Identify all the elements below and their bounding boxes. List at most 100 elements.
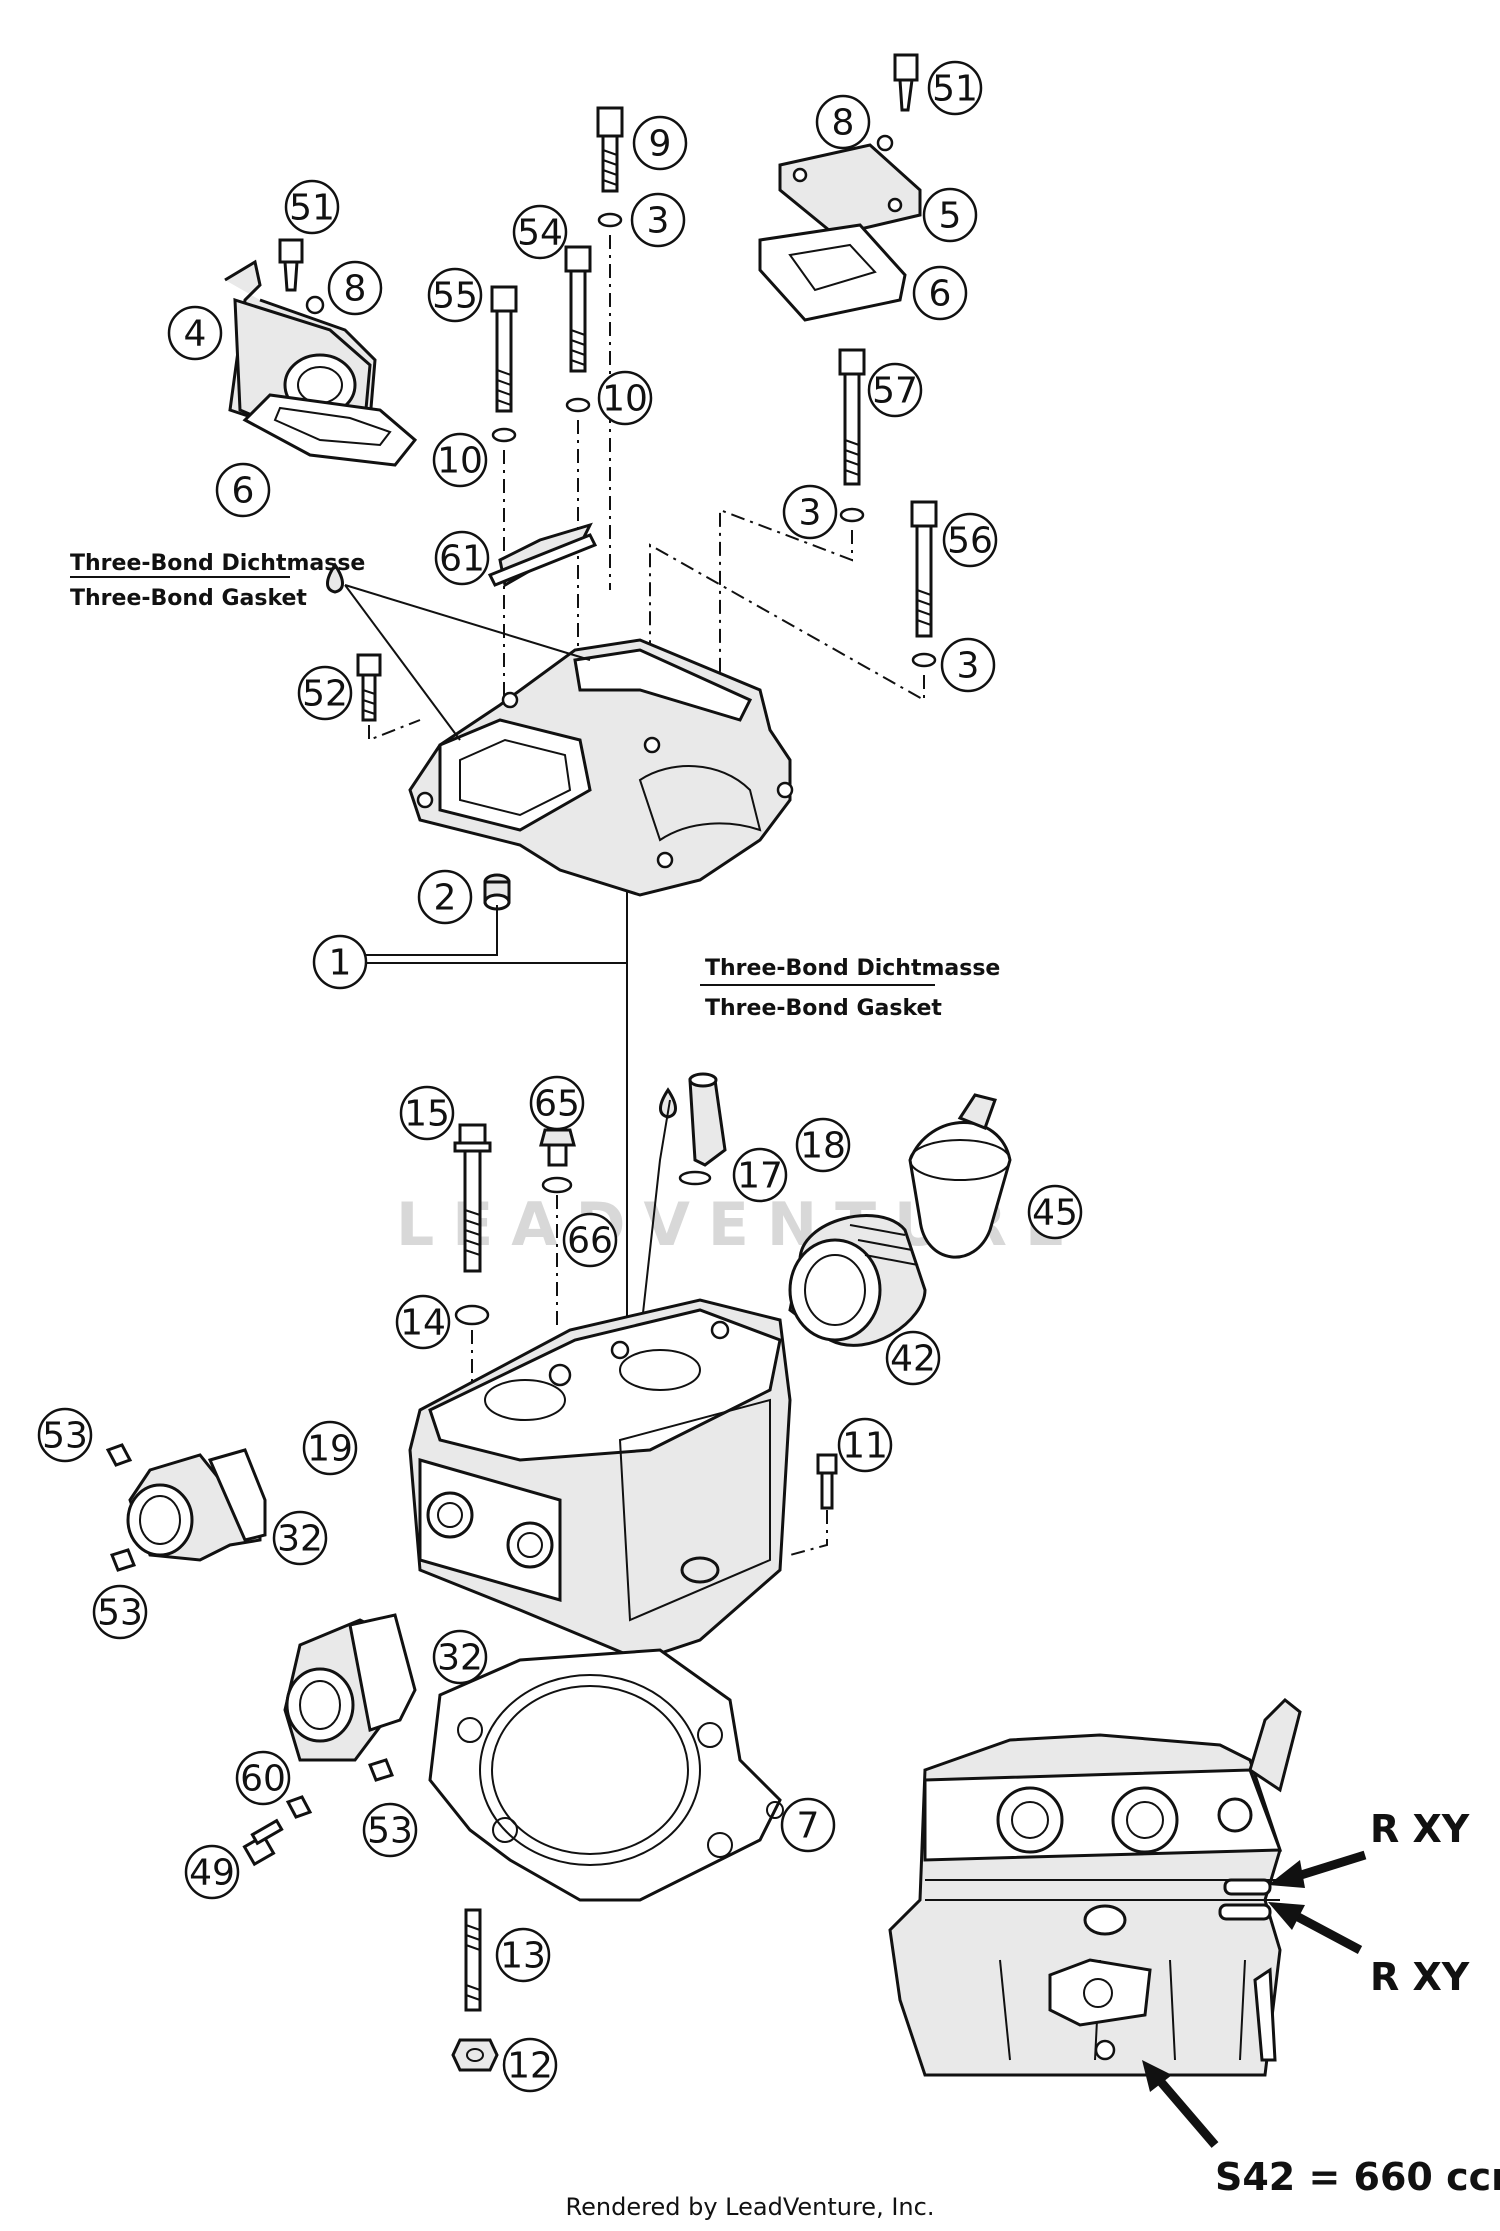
clip-60 bbox=[285, 1795, 313, 1819]
callout-n55: 55 bbox=[427, 267, 483, 323]
callout-circle bbox=[37, 1407, 93, 1463]
washer-8-left bbox=[305, 295, 325, 315]
washer-10-mid bbox=[565, 397, 591, 413]
callout-number: 53 bbox=[97, 1593, 143, 1634]
callout-number: 52 bbox=[302, 674, 348, 715]
washer-14 bbox=[454, 1304, 490, 1326]
callout-number: 8 bbox=[832, 103, 855, 144]
note-top-line1: Three-Bond Dichtmasse bbox=[70, 551, 365, 576]
bolt-11 bbox=[816, 1453, 838, 1510]
footer-credit: Rendered by LeadVenture, Inc. bbox=[566, 2193, 935, 2221]
callout-n13: 13 bbox=[495, 1927, 551, 1983]
callout-n1: 1 bbox=[312, 934, 368, 990]
callout-circle bbox=[184, 1844, 240, 1900]
note-mid-line2: Three-Bond Gasket bbox=[705, 996, 942, 1021]
callout-circle bbox=[815, 94, 871, 150]
callout-n11: 11 bbox=[837, 1417, 893, 1473]
callout-n12: 12 bbox=[502, 2037, 558, 2093]
callout-number: 49 bbox=[189, 1853, 235, 1894]
callout-number: 45 bbox=[1032, 1193, 1078, 1234]
oring-17 bbox=[678, 1170, 712, 1186]
intake-flange-32-lower bbox=[283, 1613, 417, 1762]
callout-n51b: 51 bbox=[284, 179, 340, 235]
cylinder-head-19 bbox=[408, 1298, 792, 1662]
callout-circle bbox=[885, 1330, 941, 1386]
callout-n45: 45 bbox=[1027, 1184, 1083, 1240]
nut-12 bbox=[451, 2038, 499, 2072]
callout-number: 4 bbox=[184, 314, 207, 355]
intake-flange-32-upper bbox=[126, 1448, 267, 1562]
gasket-6-left bbox=[242, 393, 418, 467]
callout-n10b: 10 bbox=[432, 432, 488, 488]
bolt-52 bbox=[356, 653, 382, 722]
callout-n51a: 51 bbox=[927, 60, 983, 116]
callout-n61: 61 bbox=[434, 530, 490, 586]
callout-circle bbox=[235, 1750, 291, 1806]
callout-circle bbox=[529, 1075, 585, 1131]
callout-n19: 19 bbox=[302, 1420, 358, 1476]
plug-53-lower bbox=[110, 1548, 136, 1572]
callout-number: 32 bbox=[277, 1519, 323, 1560]
callout-number: 3 bbox=[957, 646, 980, 687]
gasket-6-top-right bbox=[758, 223, 907, 322]
callout-n14: 14 bbox=[395, 1294, 451, 1350]
callout-n6b: 6 bbox=[215, 462, 271, 518]
callout-n42: 42 bbox=[885, 1330, 941, 1386]
callout-number: 10 bbox=[437, 441, 483, 482]
callout-n66: 66 bbox=[562, 1212, 618, 1268]
callout-circle bbox=[417, 869, 473, 925]
callout-number: 54 bbox=[517, 213, 563, 254]
callout-circle bbox=[297, 665, 353, 721]
callout-n60: 60 bbox=[235, 1750, 291, 1806]
callout-number: 51 bbox=[289, 188, 335, 229]
callout-circle bbox=[327, 260, 383, 316]
callout-n7: 7 bbox=[780, 1797, 836, 1853]
leader-1 bbox=[362, 905, 628, 1500]
callout-number: 60 bbox=[240, 1759, 286, 1800]
callout-number: 3 bbox=[799, 493, 822, 534]
callout-circle bbox=[432, 432, 488, 488]
bolt-15 bbox=[453, 1123, 492, 1273]
callout-number: 51 bbox=[932, 69, 978, 110]
plug-65 bbox=[539, 1128, 576, 1167]
cylinder-head-cover bbox=[408, 638, 794, 897]
callout-number: 15 bbox=[404, 1094, 450, 1135]
inset-marker-r-xy-2: R XY bbox=[1370, 1955, 1470, 1999]
callout-circle bbox=[630, 192, 686, 248]
callout-circle bbox=[732, 1147, 788, 1203]
arrow-3 bbox=[1151, 2072, 1219, 2148]
callout-circle bbox=[562, 1212, 618, 1268]
callout-circle bbox=[495, 1927, 551, 1983]
callout-number: 42 bbox=[890, 1339, 936, 1380]
washer-10-left bbox=[491, 427, 517, 443]
callout-circle bbox=[795, 1117, 851, 1173]
callout-number: 5 bbox=[939, 196, 962, 237]
callout-number: 18 bbox=[800, 1126, 846, 1167]
callout-number: 14 bbox=[400, 1303, 446, 1344]
bolt-55 bbox=[490, 285, 518, 413]
callout-number: 65 bbox=[534, 1084, 580, 1125]
sealant-drop-top bbox=[326, 562, 344, 594]
callout-n32a: 32 bbox=[272, 1510, 328, 1566]
callout-circle bbox=[427, 267, 483, 323]
plug-53-bottom bbox=[368, 1758, 394, 1782]
inset-marker-r-xy-1: R XY bbox=[1370, 1807, 1470, 1851]
callout-circle bbox=[927, 60, 983, 116]
callout-circle bbox=[1027, 1184, 1083, 1240]
cover-plate-5 bbox=[778, 143, 922, 237]
callout-circle bbox=[284, 179, 340, 235]
callout-number: 13 bbox=[500, 1936, 546, 1977]
washer-8-top-right bbox=[876, 134, 894, 152]
callout-circle bbox=[272, 1510, 328, 1566]
callout-number: 53 bbox=[42, 1416, 88, 1457]
callout-circle bbox=[912, 265, 968, 321]
bolt-56 bbox=[910, 500, 938, 638]
washer-3-far-right bbox=[911, 652, 937, 668]
callout-number: 32 bbox=[437, 1638, 483, 1679]
callout-circle bbox=[399, 1085, 455, 1141]
callout-circle bbox=[167, 305, 223, 361]
note-mid-line1: Three-Bond Dichtmasse bbox=[705, 956, 1000, 981]
cylinder-head-gasket-7 bbox=[428, 1648, 784, 1902]
callout-n49: 49 bbox=[184, 1844, 240, 1900]
plug-53-upper bbox=[105, 1443, 133, 1467]
